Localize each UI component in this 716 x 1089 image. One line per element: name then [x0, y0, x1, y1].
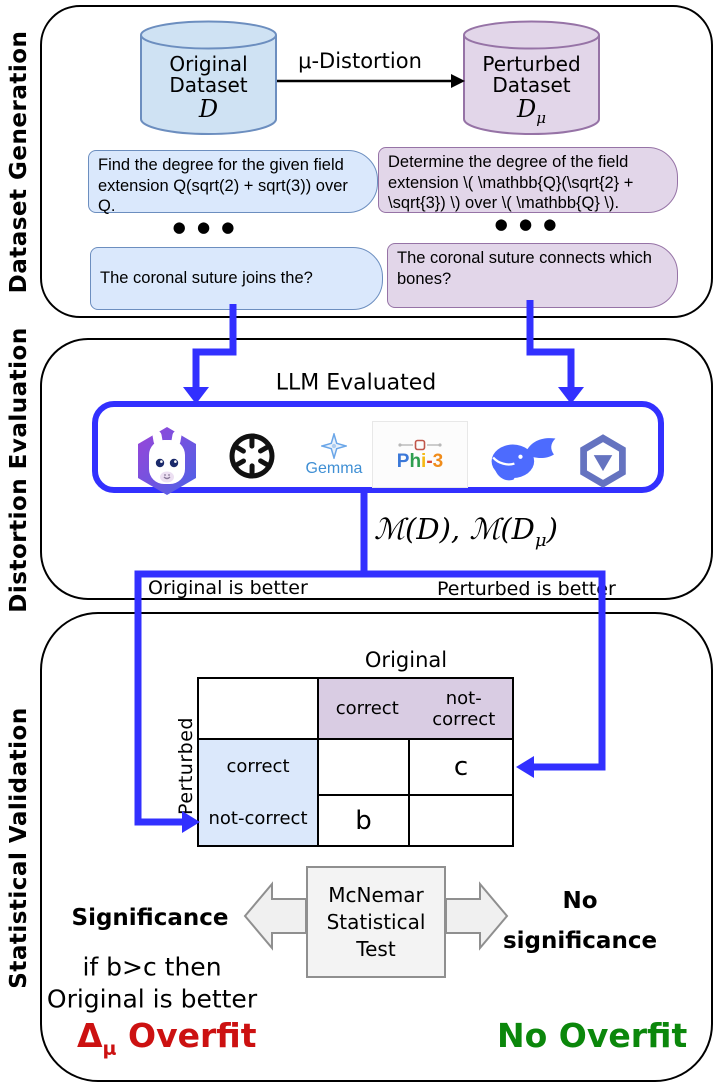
row-header-not-correct: not-correct	[208, 808, 308, 830]
ollama-llama-icon	[138, 427, 196, 495]
cell-both-correct	[319, 740, 410, 796]
gemma-label: Gemma	[305, 460, 363, 477]
perturbed-dataset-cylinder	[463, 20, 600, 135]
table-row-group-label: Perturbed	[175, 717, 197, 815]
no-significance-label-line1: No	[562, 888, 598, 914]
branch-label-perturbed-better: Perturbed is better	[437, 578, 616, 600]
rule-line-2: Original is better	[46, 984, 258, 1014]
phi3-logo-card: Phi-3	[372, 421, 468, 488]
question-bubble-perturbed-2: The coronal suture connects which bones?	[387, 243, 678, 308]
question-bubble-perturbed-1: Determine the degree of the field extens…	[378, 147, 678, 213]
rule-line-1: if b>c then	[82, 952, 222, 982]
metrics-label: ℳ(D), ℳ(Dμ)	[374, 512, 558, 551]
section-label-statistical-validation: Statistical Validation	[6, 707, 32, 989]
llm-evaluated-title: LLM Evaluated	[275, 370, 437, 396]
col-header-not-correct: not-correct	[432, 687, 496, 730]
ellipsis-perturbed: ● ● ●	[494, 215, 560, 233]
section-label-dataset-generation: Dataset Generation	[6, 30, 32, 294]
table-col-group-label: Original	[364, 648, 448, 672]
phi3-molecule-icon	[398, 439, 442, 450]
perturbed-dataset-symbol: Dμ	[517, 95, 546, 127]
original-dataset-cylinder	[140, 20, 277, 135]
mu-distortion-label: μ-Distortion	[298, 49, 422, 73]
branch-label-original-better: Original is better	[148, 577, 308, 599]
openai-icon	[229, 433, 275, 479]
gemma-logo: Gemma	[302, 433, 366, 478]
col-header-correct: correct	[335, 698, 399, 719]
cell-both-not-correct	[410, 796, 512, 845]
no-significance-label-line2: significance	[502, 928, 658, 954]
llm-models-box: Gemma Phi-3	[92, 401, 664, 495]
deepseek-whale-icon	[491, 438, 556, 481]
contingency-table: correct not-correct correct not-correct …	[197, 677, 514, 847]
original-dataset-label: Original Dataset D	[139, 54, 278, 123]
significance-label: Significance	[71, 905, 229, 931]
table-row-headers: correct not-correct	[199, 740, 319, 845]
cell-b: b	[319, 796, 410, 845]
cell-c: c	[410, 740, 512, 796]
no-overfit-label: No Overfit	[497, 1016, 688, 1055]
section-label-distortion-evaluation: Distortion Evaluation	[6, 327, 32, 613]
ellipsis-original: ● ● ●	[172, 218, 238, 236]
row-header-correct: correct	[226, 755, 290, 777]
phi3-label: Phi-3	[396, 450, 444, 472]
original-dataset-symbol: D	[198, 95, 219, 123]
mcnemar-test-box: McNemar Statistical Test	[306, 866, 446, 978]
table-column-headers: correct not-correct	[319, 679, 512, 740]
perturbed-dataset-label: Perturbed Dataset Dμ	[462, 54, 601, 131]
table-corner-cell	[199, 679, 319, 740]
question-bubble-original-1: Find the degree for the given field exte…	[88, 150, 378, 215]
qwen-icon	[580, 434, 626, 488]
overfit-label: Δμ Overfit	[77, 1016, 257, 1060]
gemma-sparkle-icon	[321, 433, 347, 459]
question-bubble-original-2: The coronal suture joins the?	[90, 247, 383, 310]
